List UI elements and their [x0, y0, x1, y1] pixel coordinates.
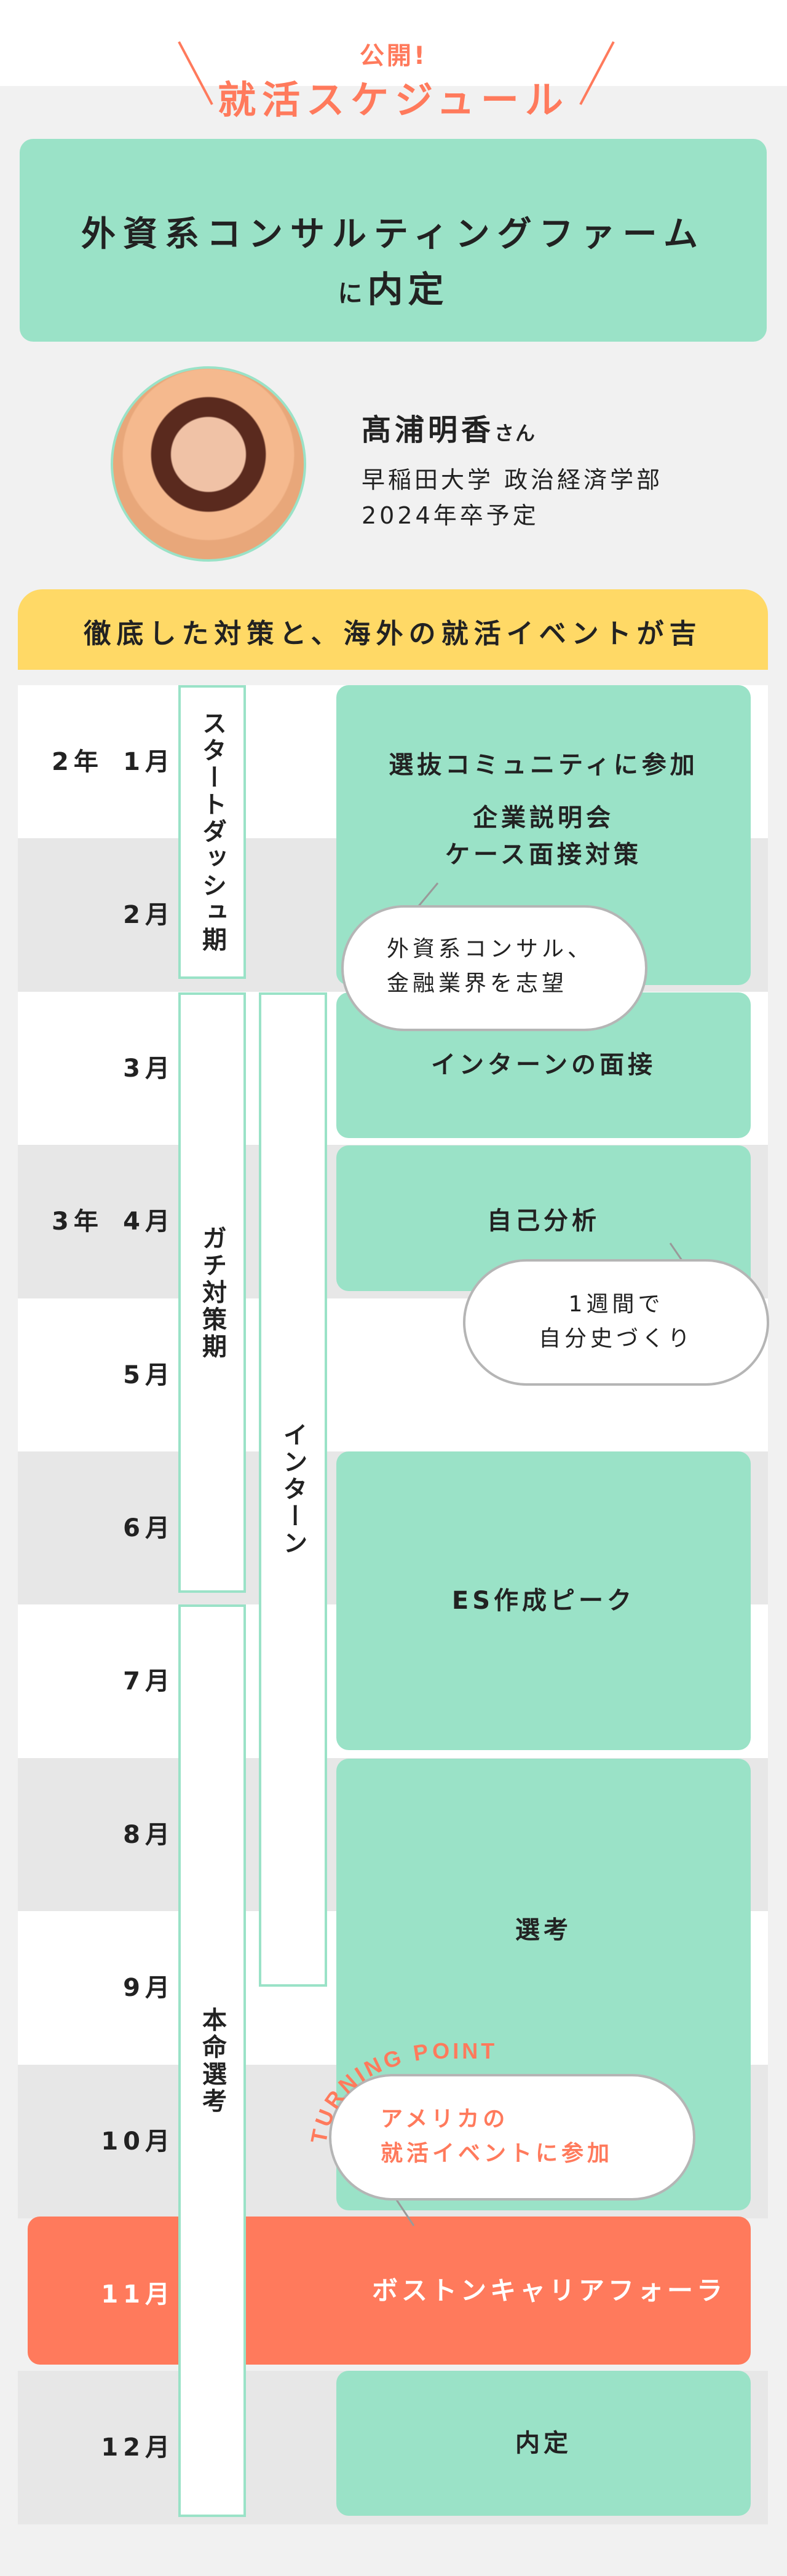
year-label: 2年	[52, 748, 103, 776]
speech-bubble-history: 1週間で自分史づくり	[463, 1259, 769, 1386]
kicker: 公開!	[359, 42, 428, 70]
svg-text:TURNING POINT: TURNING POINT	[306, 2038, 497, 2146]
hero-line2: に内定	[20, 261, 767, 312]
month-label: 3月	[123, 1054, 175, 1083]
period-label: インターン	[279, 1422, 307, 1557]
profile-graduation: 2024年卒予定	[362, 502, 539, 529]
top-band	[0, 0, 787, 86]
month-label: 4月	[123, 1208, 175, 1236]
profile-school: 早稲田大学 政治経済学部	[362, 466, 663, 493]
period-intensive: ガチ対策期	[178, 992, 246, 1593]
event-text: 企業説明会	[473, 804, 614, 832]
summary-banner: 徹底した対策と、海外の就活イベントが吉	[18, 589, 768, 670]
bubble-text: 1週間で	[568, 1292, 664, 1317]
bubble-text: 自分史づくり	[538, 1326, 694, 1351]
year-label: 3年	[52, 1208, 103, 1236]
turning-point-text: TURNING POINT	[306, 2038, 494, 2146]
period-intern: インターン	[259, 992, 327, 1987]
month-label: 9月	[123, 1974, 175, 2003]
period-start-dash: スタートダッシュ期	[178, 685, 246, 979]
honorific: さん	[494, 422, 537, 445]
period-label: スタートダッシュ期	[198, 710, 226, 954]
month-label: 2月	[123, 901, 175, 930]
event-text: 選抜コミュニティに参加	[389, 751, 698, 779]
bubble-text: 金融業界を志望	[387, 971, 568, 996]
month-label: 1月	[123, 748, 175, 776]
profile-name: 髙浦明香さん	[362, 406, 536, 449]
period-label: 本命選考	[198, 2006, 226, 2115]
event-es-peak: ES作成ピーク	[336, 1451, 751, 1750]
month-label: 11月	[101, 2280, 175, 2309]
period-label: ガチ対策期	[198, 1225, 226, 1361]
title-slashes	[178, 41, 615, 105]
month-label: 7月	[123, 1667, 175, 1696]
page-title: 就活スケジュール	[218, 77, 569, 122]
month-label: 8月	[123, 1820, 175, 1849]
bubble-text: 就活イベントに参加	[381, 2141, 614, 2166]
event-offer: 内定	[336, 2371, 751, 2516]
month-row: 11月	[18, 2218, 768, 2371]
event-text: ケース面接対策	[445, 841, 642, 869]
avatar	[111, 366, 306, 562]
bubble-text: 外資系コンサル、	[387, 937, 594, 962]
month-label: 12月	[101, 2433, 175, 2462]
event-boston-career-forum: ボストンキャリアフォーラム	[28, 2217, 751, 2454]
name-text: 髙浦明香	[362, 413, 495, 447]
month-label: 5月	[123, 1361, 175, 1389]
hero-particle: に	[338, 280, 368, 308]
hero-card: 外資系コンサルティングファーム に内定	[20, 139, 767, 342]
hero-line1: 外資系コンサルティングファーム	[81, 214, 705, 254]
speech-bubble-goal: 外資系コンサル、金融業界を志望	[341, 905, 647, 1031]
bubble-text: アメリカの	[381, 2107, 509, 2132]
month-label: 10月	[101, 2127, 175, 2156]
hero-offer: 内定	[367, 269, 449, 310]
period-main-selection: 本命選考	[178, 1604, 246, 2517]
month-label: 6月	[123, 1514, 175, 1542]
speech-bubble-turning-point: アメリカの就活イベントに参加	[329, 2074, 695, 2201]
